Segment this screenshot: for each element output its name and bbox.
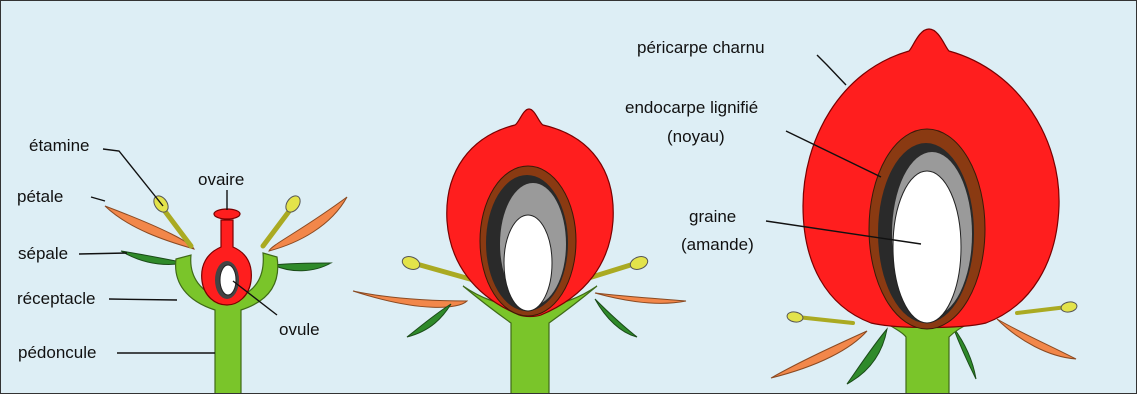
- leader-sepale: [79, 253, 127, 254]
- label-ovule: ovule: [279, 320, 320, 339]
- young-fruit-seed: [504, 215, 552, 311]
- mature-fruit-seed: [893, 171, 961, 323]
- label-endocarpe-line2: (noyau): [667, 127, 725, 146]
- label-pedoncule: pédoncule: [18, 343, 96, 362]
- label-graine-line1: graine: [689, 207, 736, 226]
- label-ovaire: ovaire: [198, 170, 244, 189]
- label-endocarpe-line1: endocarpe lignifié: [625, 98, 758, 117]
- label-sepale: sépale: [18, 244, 68, 263]
- label-pericarpe: péricarpe charnu: [637, 38, 765, 57]
- label-etamine: étamine: [29, 136, 89, 155]
- leader-receptacle: [109, 299, 177, 300]
- ovule: [215, 261, 239, 299]
- label-receptacle: réceptacle: [17, 289, 95, 308]
- label-graine-line2: (amande): [681, 235, 754, 254]
- label-petale: pétale: [17, 187, 63, 206]
